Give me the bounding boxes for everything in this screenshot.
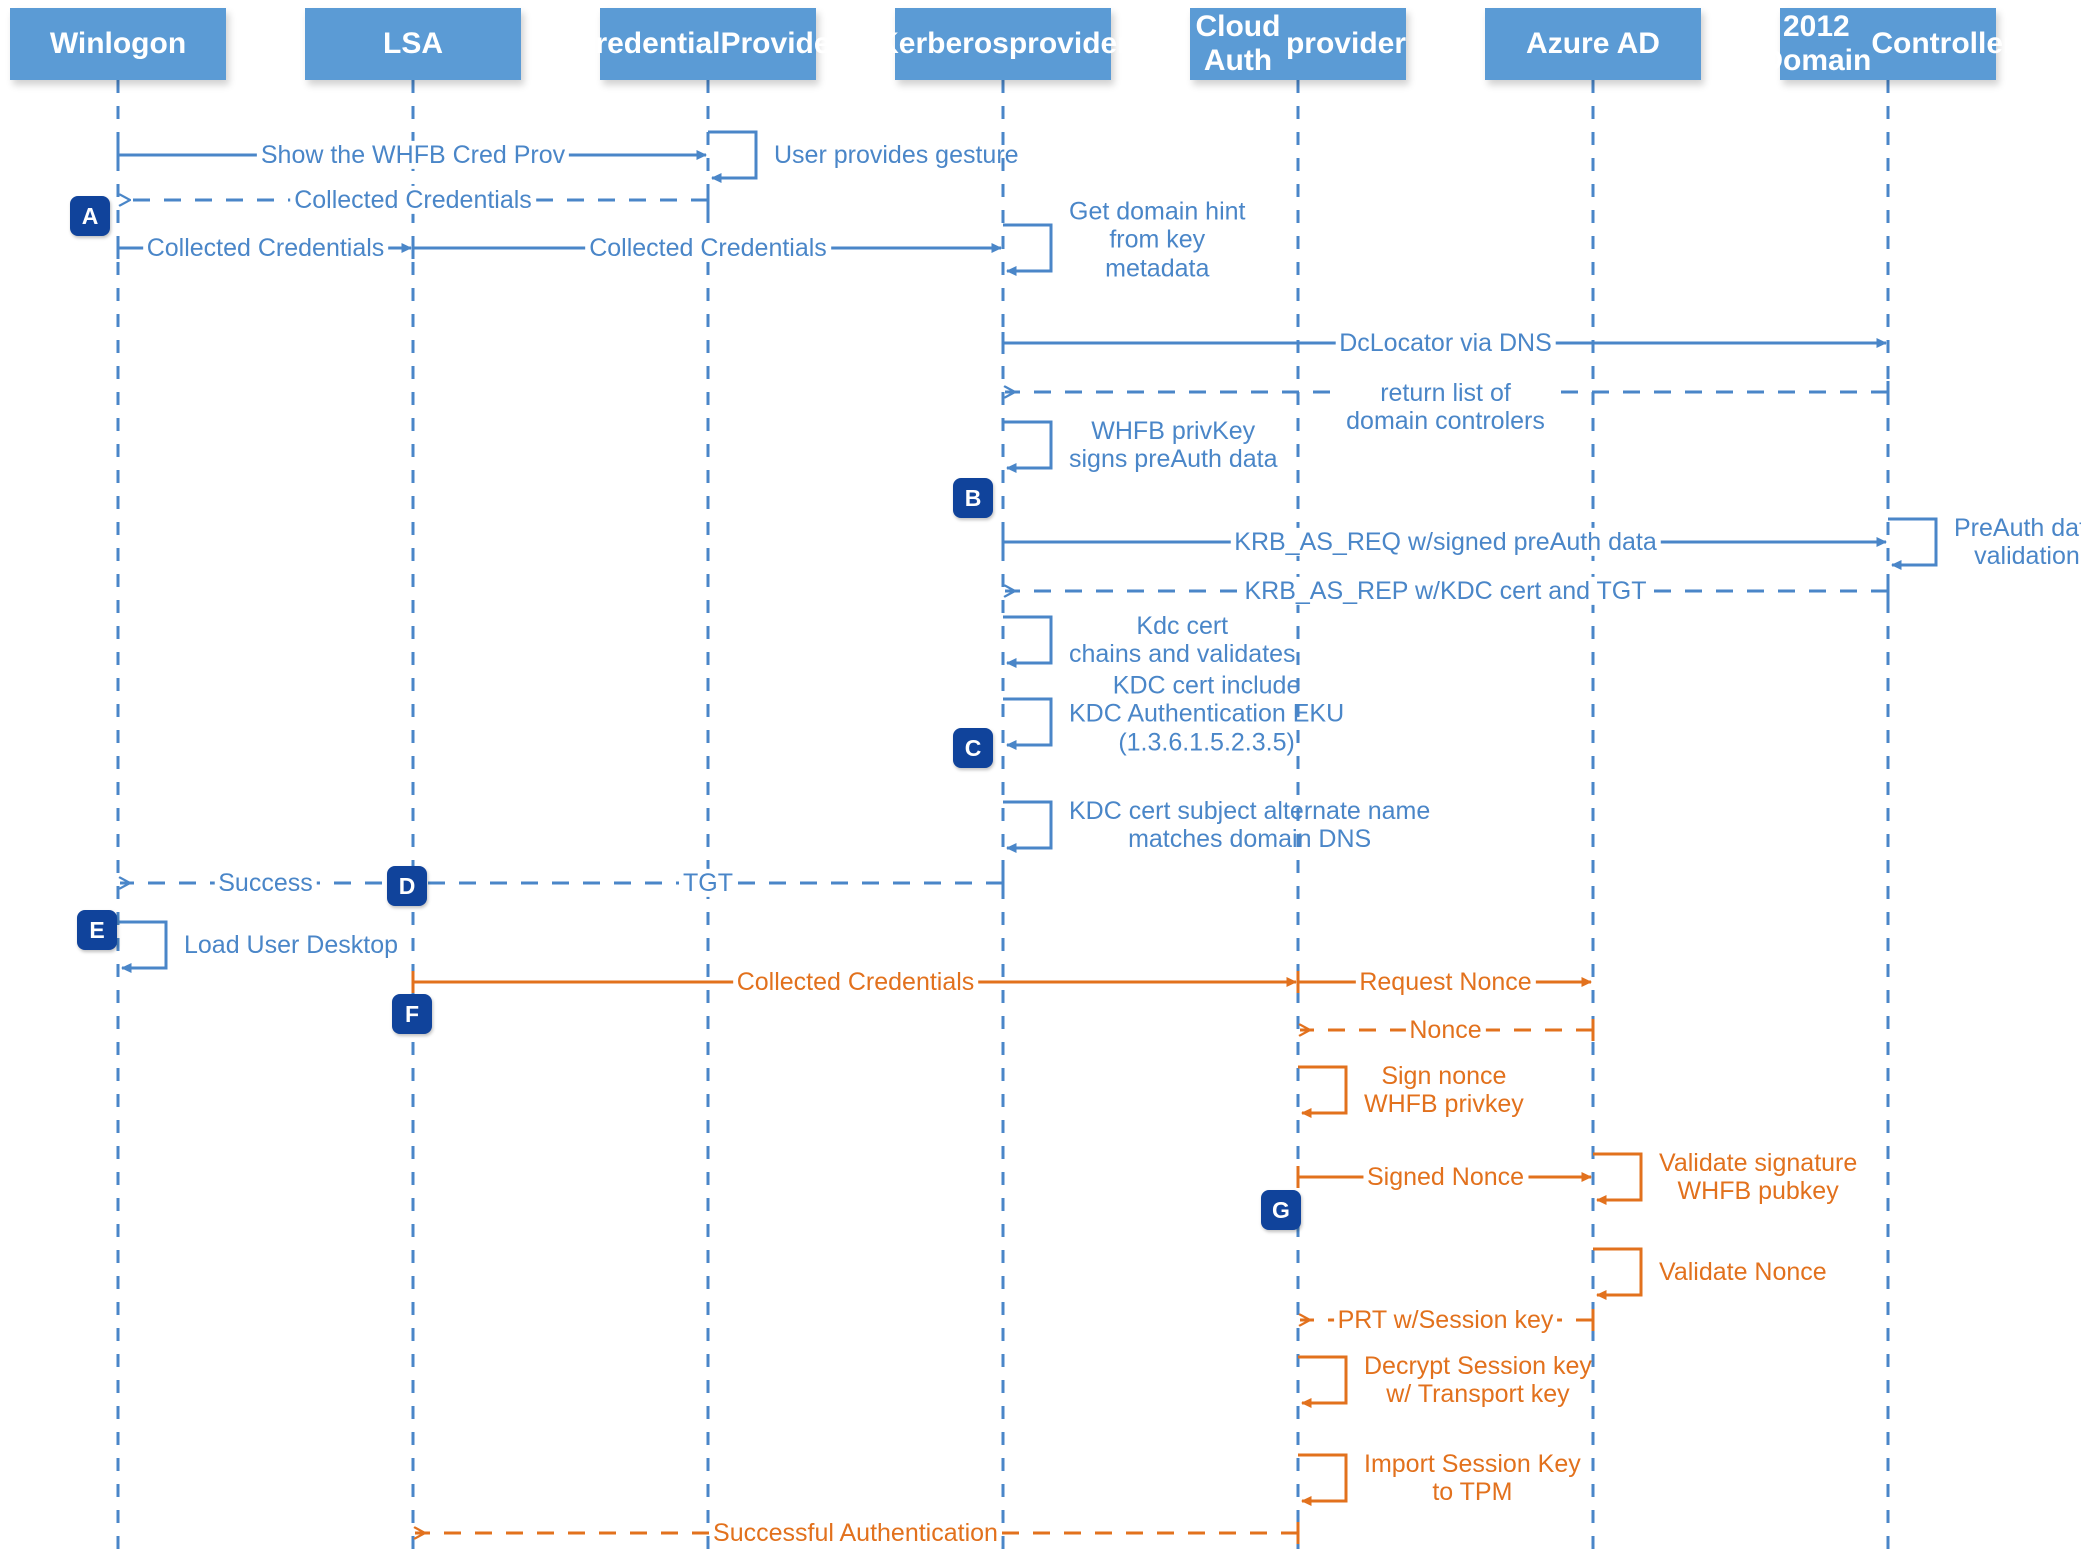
message-label: KDC cert include KDC Authentication EKU …	[1069, 671, 1345, 757]
step-badge-f: F	[392, 994, 432, 1034]
actor-header-azuread: Azure AD	[1485, 8, 1701, 80]
message-label: Collected Credentials	[585, 233, 831, 263]
message-label: Collected Credentials	[732, 967, 979, 997]
actor-label-line: provider	[1008, 27, 1129, 61]
message-label: WHFB privKey signs preAuth data	[1069, 416, 1278, 473]
message-label: Request Nonce	[1355, 967, 1536, 997]
step-badge-b: B	[953, 478, 993, 518]
message-label: Collected Credentials	[290, 185, 536, 215]
message-label: Show the WHFB Cred Prov	[256, 140, 570, 170]
message-label: Signed Nonce	[1362, 1162, 1529, 1192]
step-badge-e: E	[77, 910, 117, 950]
actor-label-line: Kerberos	[877, 27, 1009, 61]
message-label: Successful Authentication	[709, 1518, 1002, 1548]
actor-label-line: Winlogon	[49, 27, 187, 61]
step-badge-d: D	[387, 866, 427, 906]
message-label: Validate signature WHFB pubkey	[1659, 1148, 1858, 1205]
message-label: Collected Credentials	[142, 233, 389, 263]
message-label: Sign nonce WHFB privkey	[1364, 1061, 1524, 1118]
step-badge-g: G	[1261, 1190, 1301, 1230]
message-label: PRT w/Session key	[1333, 1305, 1558, 1335]
message-label: Decrypt Session key w/ Transport key	[1364, 1351, 1592, 1408]
message-label: PreAuth data validation	[1954, 513, 2081, 570]
actor-label-line: 2012 Domain	[1761, 10, 1872, 77]
actor-header-lsa: LSA	[305, 8, 521, 80]
message-label: Validate Nonce	[1659, 1257, 1827, 1286]
message-label: DcLocator via DNS	[1335, 328, 1556, 358]
message-label: Nonce	[1405, 1015, 1486, 1045]
actor-label-line: Azure AD	[1526, 27, 1660, 61]
message-label: return list of domain controlers	[1342, 378, 1549, 436]
message-label: TGT	[679, 868, 737, 898]
message-label: User provides gesture	[774, 140, 1019, 169]
actor-label-line: LSA	[383, 27, 443, 61]
message-label: Success	[214, 868, 317, 898]
step-badge-c: C	[953, 728, 993, 768]
actor-label-line: Provider	[720, 27, 843, 61]
message-label: Get domain hint from key metadata	[1069, 197, 1246, 283]
actor-label-line: Credential	[573, 27, 721, 61]
message-label: KDC cert subject alternate name matches …	[1069, 796, 1431, 853]
actor-header-winlogon: Winlogon	[10, 8, 226, 80]
step-badge-a: A	[70, 196, 110, 236]
message-label: KRB_AS_REQ w/signed preAuth data	[1230, 527, 1661, 557]
message-label: KRB_AS_REP w/KDC cert and TGT	[1240, 576, 1651, 606]
message-label: Import Session Key to TPM	[1364, 1449, 1581, 1506]
message-label: Kdc cert chains and validates	[1069, 611, 1296, 668]
actor-label-line: Controller	[1871, 27, 2015, 61]
actor-label-line: provider	[1285, 27, 1406, 61]
message-label: Load User Desktop	[184, 930, 399, 959]
actor-label-line: Cloud Auth	[1195, 10, 1281, 77]
